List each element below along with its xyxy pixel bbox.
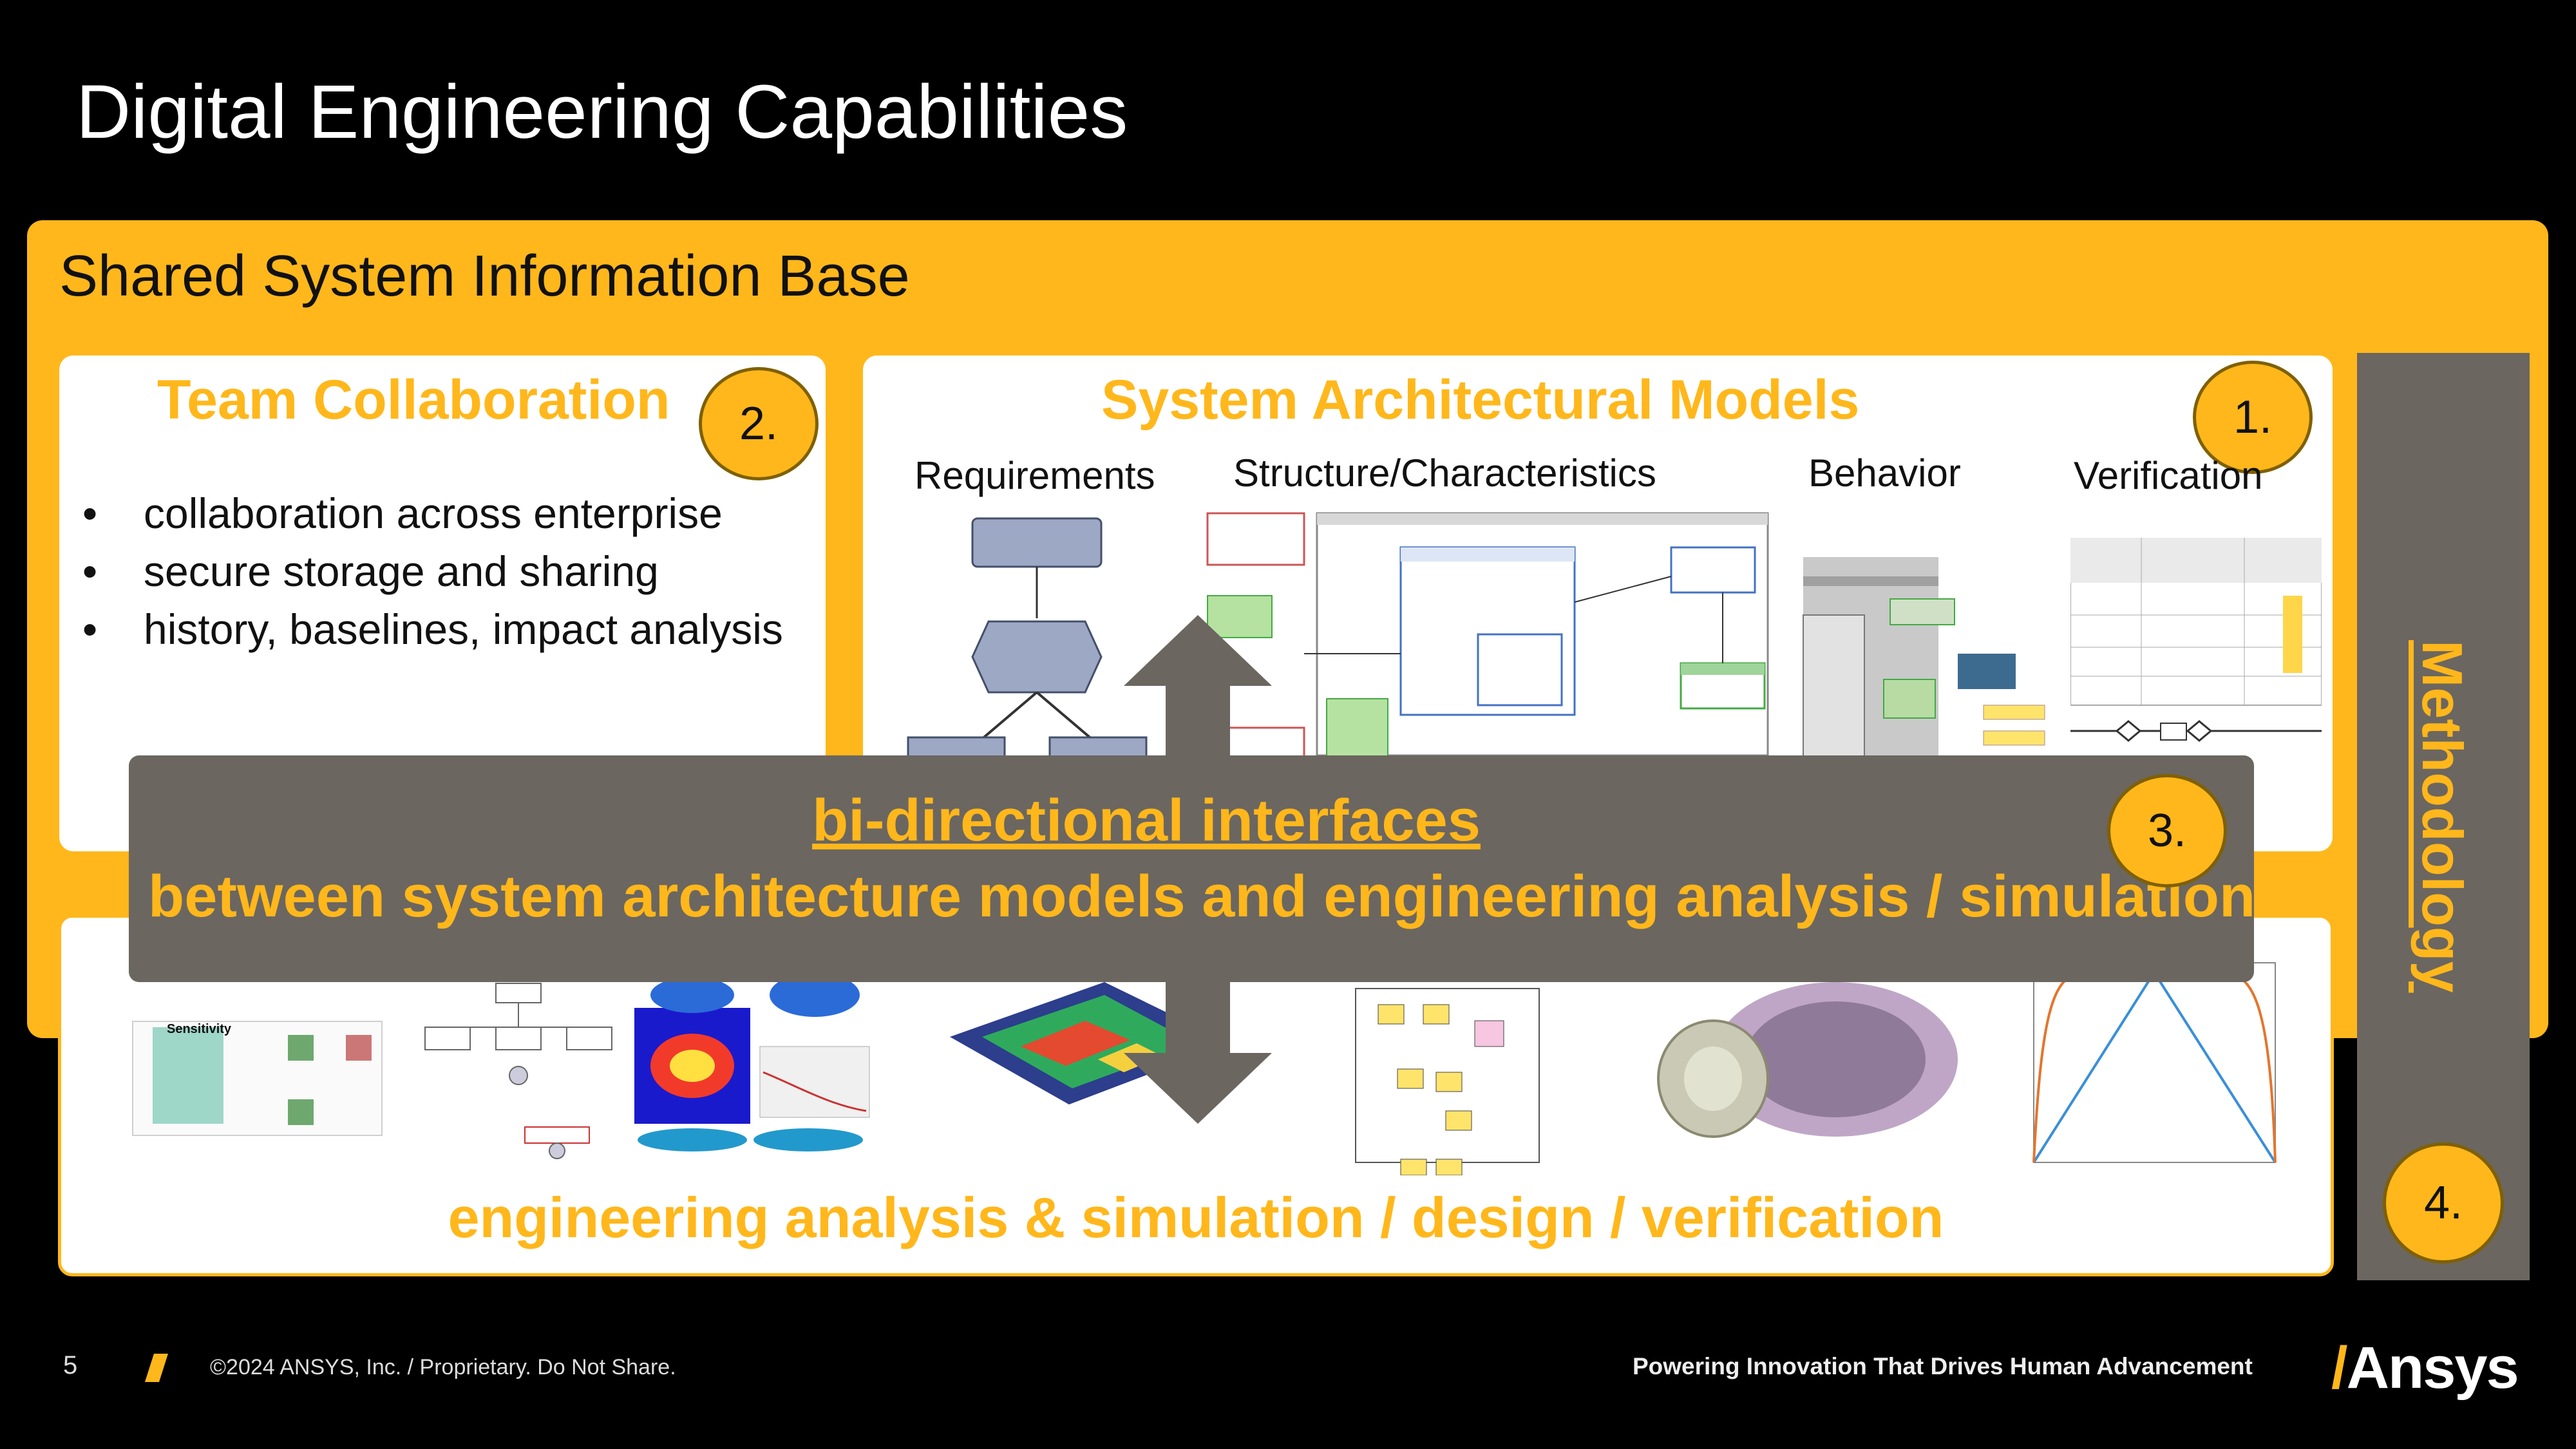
methodology-badge: 4. xyxy=(2383,1142,2504,1264)
methodology-label-wrap: Methodology xyxy=(2358,611,2526,1023)
ansys-logo: /Ansys xyxy=(2331,1334,2519,1402)
page-number: 5 xyxy=(63,1351,78,1379)
torque-efficiency-chart-thumbnail xyxy=(2016,953,2306,1185)
architecture-badge: 1. xyxy=(2193,361,2313,474)
shared-base-label: Shared System Information Base xyxy=(59,244,910,308)
team-bullet: collaboration across enterprise xyxy=(76,484,804,542)
slide-title: Digital Engineering Capabilities xyxy=(76,70,1128,155)
fault-tree-thumbnail xyxy=(422,982,615,1159)
logo-slash-icon: / xyxy=(2331,1335,2348,1401)
interfaces-badge: 3. xyxy=(2107,774,2227,887)
sensitivity-caption: Sensitivity xyxy=(167,1022,232,1036)
footer-tagline: Powering Innovation That Drives Human Ad… xyxy=(1633,1353,2253,1379)
methodology-bar xyxy=(2357,353,2530,1280)
pcb-thermal-thumbnail xyxy=(950,982,1230,1104)
copyright-notice: ©2024 ANSYS, Inc. / Proprietary. Do Not … xyxy=(210,1355,676,1379)
system-architecture-heading: System Architectural Models xyxy=(1101,369,1860,431)
footer-slash-icon xyxy=(145,1354,168,1382)
logo-text: Ansys xyxy=(2346,1335,2519,1401)
verification-table xyxy=(2070,538,2322,742)
bidirectional-interfaces-subtitle: between system architecture models and e… xyxy=(148,864,2256,929)
requirements-diagram xyxy=(907,517,1148,757)
sensitivity-workflow-thumbnail: Sensitivity xyxy=(132,1021,383,1136)
column-label-verification: Verification xyxy=(2074,454,2263,497)
team-bullet-list: collaboration across enterprise secure s… xyxy=(76,484,804,658)
bidirectional-interfaces-title: bi-directional interfaces xyxy=(812,788,1481,853)
methodology-label: Methodology xyxy=(2410,640,2474,993)
team-bullet: secure storage and sharing xyxy=(76,542,804,600)
team-bullet: history, baselines, impact analysis xyxy=(76,600,804,658)
team-collaboration-heading: Team Collaboration xyxy=(157,369,670,431)
column-label-behavior: Behavior xyxy=(1808,451,1961,495)
column-label-structure: Structure/Characteristics xyxy=(1233,451,1656,495)
engineering-analysis-label: engineering analysis & simulation / desi… xyxy=(448,1186,1944,1249)
behavior-diagram xyxy=(1800,525,2070,757)
bidirectional-interfaces-panel xyxy=(129,755,2254,982)
team-badge: 2. xyxy=(699,367,819,480)
control-block-diagram-thumbnail xyxy=(1294,982,1546,1175)
motor-model-thumbnail xyxy=(1657,982,1958,1138)
structure-diagram xyxy=(1182,512,1774,757)
field-distribution-thumbnail xyxy=(634,982,873,1156)
column-label-requirements: Requirements xyxy=(914,454,1155,497)
